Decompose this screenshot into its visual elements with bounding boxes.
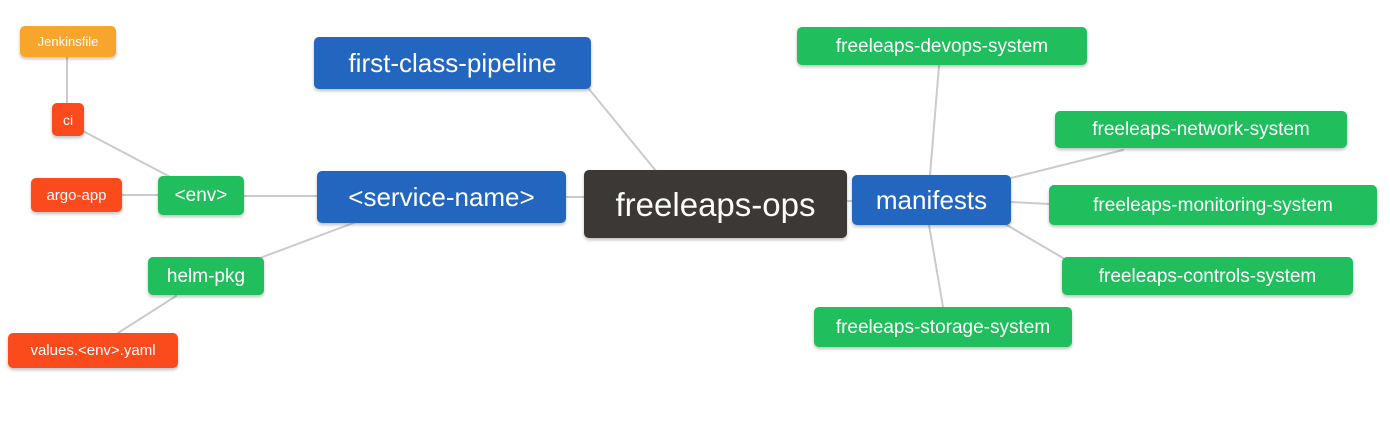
edge-manifests-to-network-system [1010,149,1124,179]
node-label: <service-name> [348,182,535,212]
node-service-name[interactable]: <service-name> [317,171,566,223]
edge-first-class-pipeline-to-freeleaps-ops [588,88,657,172]
node-label: argo-app [46,186,107,204]
edge-values-env-yaml-to-helm-pkg [117,295,177,334]
node-label: values.<env>.yaml [30,342,156,359]
edge-manifests-to-storage-system [928,224,944,308]
node-argo-app[interactable]: argo-app [31,178,122,212]
node-devops-system[interactable]: freeleaps-devops-system [797,27,1087,65]
node-jenkinsfile[interactable]: Jenkinsfile [20,26,116,57]
node-monitoring-system[interactable]: freeleaps-monitoring-system [1049,185,1377,225]
edge-manifests-to-monitoring-system [1010,201,1050,205]
node-label: Jenkinsfile [37,34,99,49]
edge-manifests-to-devops-system [929,65,940,176]
edge-helm-pkg-to-service-name [259,221,357,259]
node-controls-system[interactable]: freeleaps-controls-system [1062,257,1353,295]
node-label: <env> [174,185,228,206]
node-first-class-pipeline[interactable]: first-class-pipeline [314,37,591,89]
node-env[interactable]: <env> [158,176,244,215]
node-label: freeleaps-ops [615,185,816,223]
node-label: freeleaps-controls-system [1098,265,1317,287]
node-network-system[interactable]: freeleaps-network-system [1055,111,1347,148]
node-label: first-class-pipeline [348,48,557,78]
node-ci[interactable]: ci [52,103,84,136]
edge-ci-to-env [78,128,177,181]
node-values-env-yaml[interactable]: values.<env>.yaml [8,333,178,368]
node-label: freeleaps-monitoring-system [1093,194,1333,216]
node-label: freeleaps-storage-system [835,316,1051,338]
node-label: freeleaps-devops-system [835,35,1049,57]
edge-manifests-to-controls-system [1004,223,1064,259]
node-label: ci [62,111,74,128]
node-label: manifests [875,185,988,215]
node-label: freeleaps-network-system [1092,119,1310,140]
node-label: helm-pkg [166,265,246,287]
node-storage-system[interactable]: freeleaps-storage-system [814,307,1072,347]
node-manifests[interactable]: manifests [852,175,1011,225]
node-helm-pkg[interactable]: helm-pkg [148,257,264,295]
node-freeleaps-ops[interactable]: freeleaps-ops [584,170,847,238]
